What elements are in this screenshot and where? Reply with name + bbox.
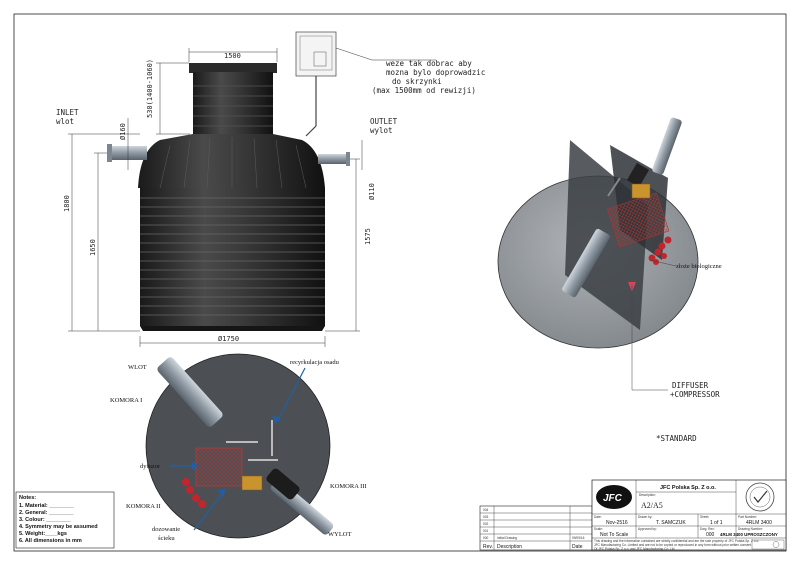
tank-body	[140, 188, 325, 326]
label-zloze: złoże biologiczne	[676, 263, 722, 270]
plan-inlet-pipe	[157, 357, 223, 427]
dim-total-height: 1800	[63, 195, 71, 212]
date-header: Date	[572, 544, 583, 550]
part-value: 4RLM 3400	[746, 520, 772, 526]
desc-header: Description	[497, 544, 522, 550]
note-line-4: (max 1500mm od rewizji)	[372, 86, 476, 95]
plan-label-recyrkulacja: recyrkulacja osadu	[290, 359, 340, 366]
label-outlet-pl: wylot	[370, 126, 393, 135]
notes-1: 1. Material: ________	[19, 503, 75, 509]
note-line-1: weze tak dobrac aby	[386, 59, 472, 68]
fine-print-2: JFC Manufacturing Co. Limited and are no…	[594, 543, 751, 547]
plan-label-dozowanie-2: ścieku	[158, 535, 175, 542]
sheet-border	[13, 13, 787, 552]
label-inlet-en: INLET	[56, 108, 79, 117]
notes-4: 4. Symmetry may be assumed	[19, 524, 98, 530]
date-value: Nov-2516	[606, 520, 628, 526]
dwg-rev-label: Dwg. Rev:	[700, 527, 715, 531]
drawn-label: Drawn by:	[638, 515, 652, 519]
notes-box: Notes: 1. Material: ________ 2. General:…	[15, 491, 115, 549]
notes-6: 6. All dimensions in mm	[19, 538, 82, 544]
rev-000-date: 09/09/16	[572, 536, 585, 540]
tank-dome	[138, 134, 325, 188]
outlet-pipe-iso	[652, 117, 682, 175]
label-inlet-pl: wlot	[56, 117, 74, 126]
tank-plan-view: WLOT KOMORA I recyrkulacja osadu dyfuzor…	[110, 353, 367, 542]
plan-label-dozowanie-1: dozowanie	[152, 526, 180, 533]
approved-label: Approved by:	[638, 527, 657, 531]
jfc-logo	[596, 485, 632, 509]
dwg-num-value: 4RLM 3400 UPROSZCZONY	[720, 532, 778, 537]
rev-000-desc: Initial Drawing	[497, 536, 517, 540]
notes-5: 5. Weight:____kgs	[19, 531, 67, 537]
dosing-unit	[631, 183, 651, 199]
rev-000: 000	[483, 536, 489, 540]
jfc-logo-text: JFC	[603, 493, 623, 504]
dim-neck-height: 530(1400-1060)	[146, 59, 154, 118]
notes-title: Notes:	[19, 495, 36, 501]
tank-neck	[193, 72, 273, 134]
tank-neck-rim	[189, 63, 277, 73]
notes-3: 3. Colour: ________	[19, 517, 72, 523]
fine-print-1: This drawing and the information contain…	[594, 539, 759, 543]
rev-003: 003	[483, 515, 489, 519]
label-outlet-en: OUTLET	[370, 117, 398, 126]
plan-biofilter	[195, 447, 243, 487]
sheet-value: 1 of 1	[710, 520, 723, 526]
label-compressor: +COMPRESSOR	[670, 390, 720, 399]
plan-label-wylot: WYLOT	[328, 531, 351, 538]
dim-top-width: 1500	[224, 52, 241, 60]
note-line-2: mozna bylo doprowadzic	[386, 68, 485, 77]
plan-label-komora-3: KOMORA III	[330, 483, 367, 490]
tank-elevation-view: 1500 530(1400-1060) Ø160 1800 1650 1575 …	[56, 31, 485, 347]
drawing-format: A2/A5	[641, 501, 663, 510]
inlet-pipe	[107, 146, 147, 160]
biofilter-media	[606, 192, 670, 248]
dim-diameter: Ø1750	[218, 335, 239, 343]
plan-label-wlot: WLOT	[128, 364, 147, 371]
isometric-cutaway-view: złoże biologiczne DIFFUSER +COMPRESSOR *…	[497, 117, 722, 443]
dim-outlet-height: 1575	[364, 228, 372, 245]
rev-header: Rev.	[483, 544, 493, 550]
rev-002: 002	[483, 522, 489, 526]
dim-inlet-diameter: Ø160	[119, 123, 127, 140]
plan-label-komora-2: KOMORA II	[126, 503, 161, 510]
scale-label: Scale:	[594, 527, 603, 531]
dim-inlet-height: 1650	[89, 239, 97, 256]
scale-value: Not To Scale	[600, 532, 628, 538]
quality-seal	[745, 482, 775, 512]
note-line-3: do skrzynki	[392, 77, 442, 86]
plan-label-komora-1: KOMORA I	[110, 397, 142, 404]
date-label: Date:	[594, 515, 602, 519]
rev-001: 001	[483, 529, 489, 533]
rev-004: 004	[483, 508, 489, 512]
label-diffuser: DIFFUSER	[672, 381, 709, 390]
inlet-pipe-iso	[562, 228, 610, 298]
plan-dosing-unit	[241, 475, 263, 491]
desc-label: Description:	[639, 493, 656, 497]
fine-print-3: Of JFC Polska Sp. Z o.o. and JFC Manufac…	[594, 547, 675, 551]
company-name: JFC Polska Sp. Z o.o.	[660, 485, 716, 491]
part-label: Part Number:	[738, 515, 757, 519]
outlet-pipe	[318, 154, 350, 164]
tank-bottom	[140, 326, 325, 331]
notes-2: 2. General: ________	[19, 510, 74, 516]
dwg-num-label: Drawing Number:	[738, 527, 763, 531]
dim-outlet-diameter: Ø110	[368, 183, 376, 200]
dwg-rev-value: 000	[706, 532, 715, 538]
label-standard: *STANDARD	[656, 434, 697, 443]
title-block: 004 003 002 001 000 Initial Drawing 09/0…	[479, 479, 787, 551]
control-box	[295, 31, 337, 77]
drawn-value: T. SAMCZUK	[656, 520, 686, 526]
plan-label-dyfuzor: dyfuzor	[140, 463, 161, 470]
sheet-label: Sheet:	[700, 515, 709, 519]
